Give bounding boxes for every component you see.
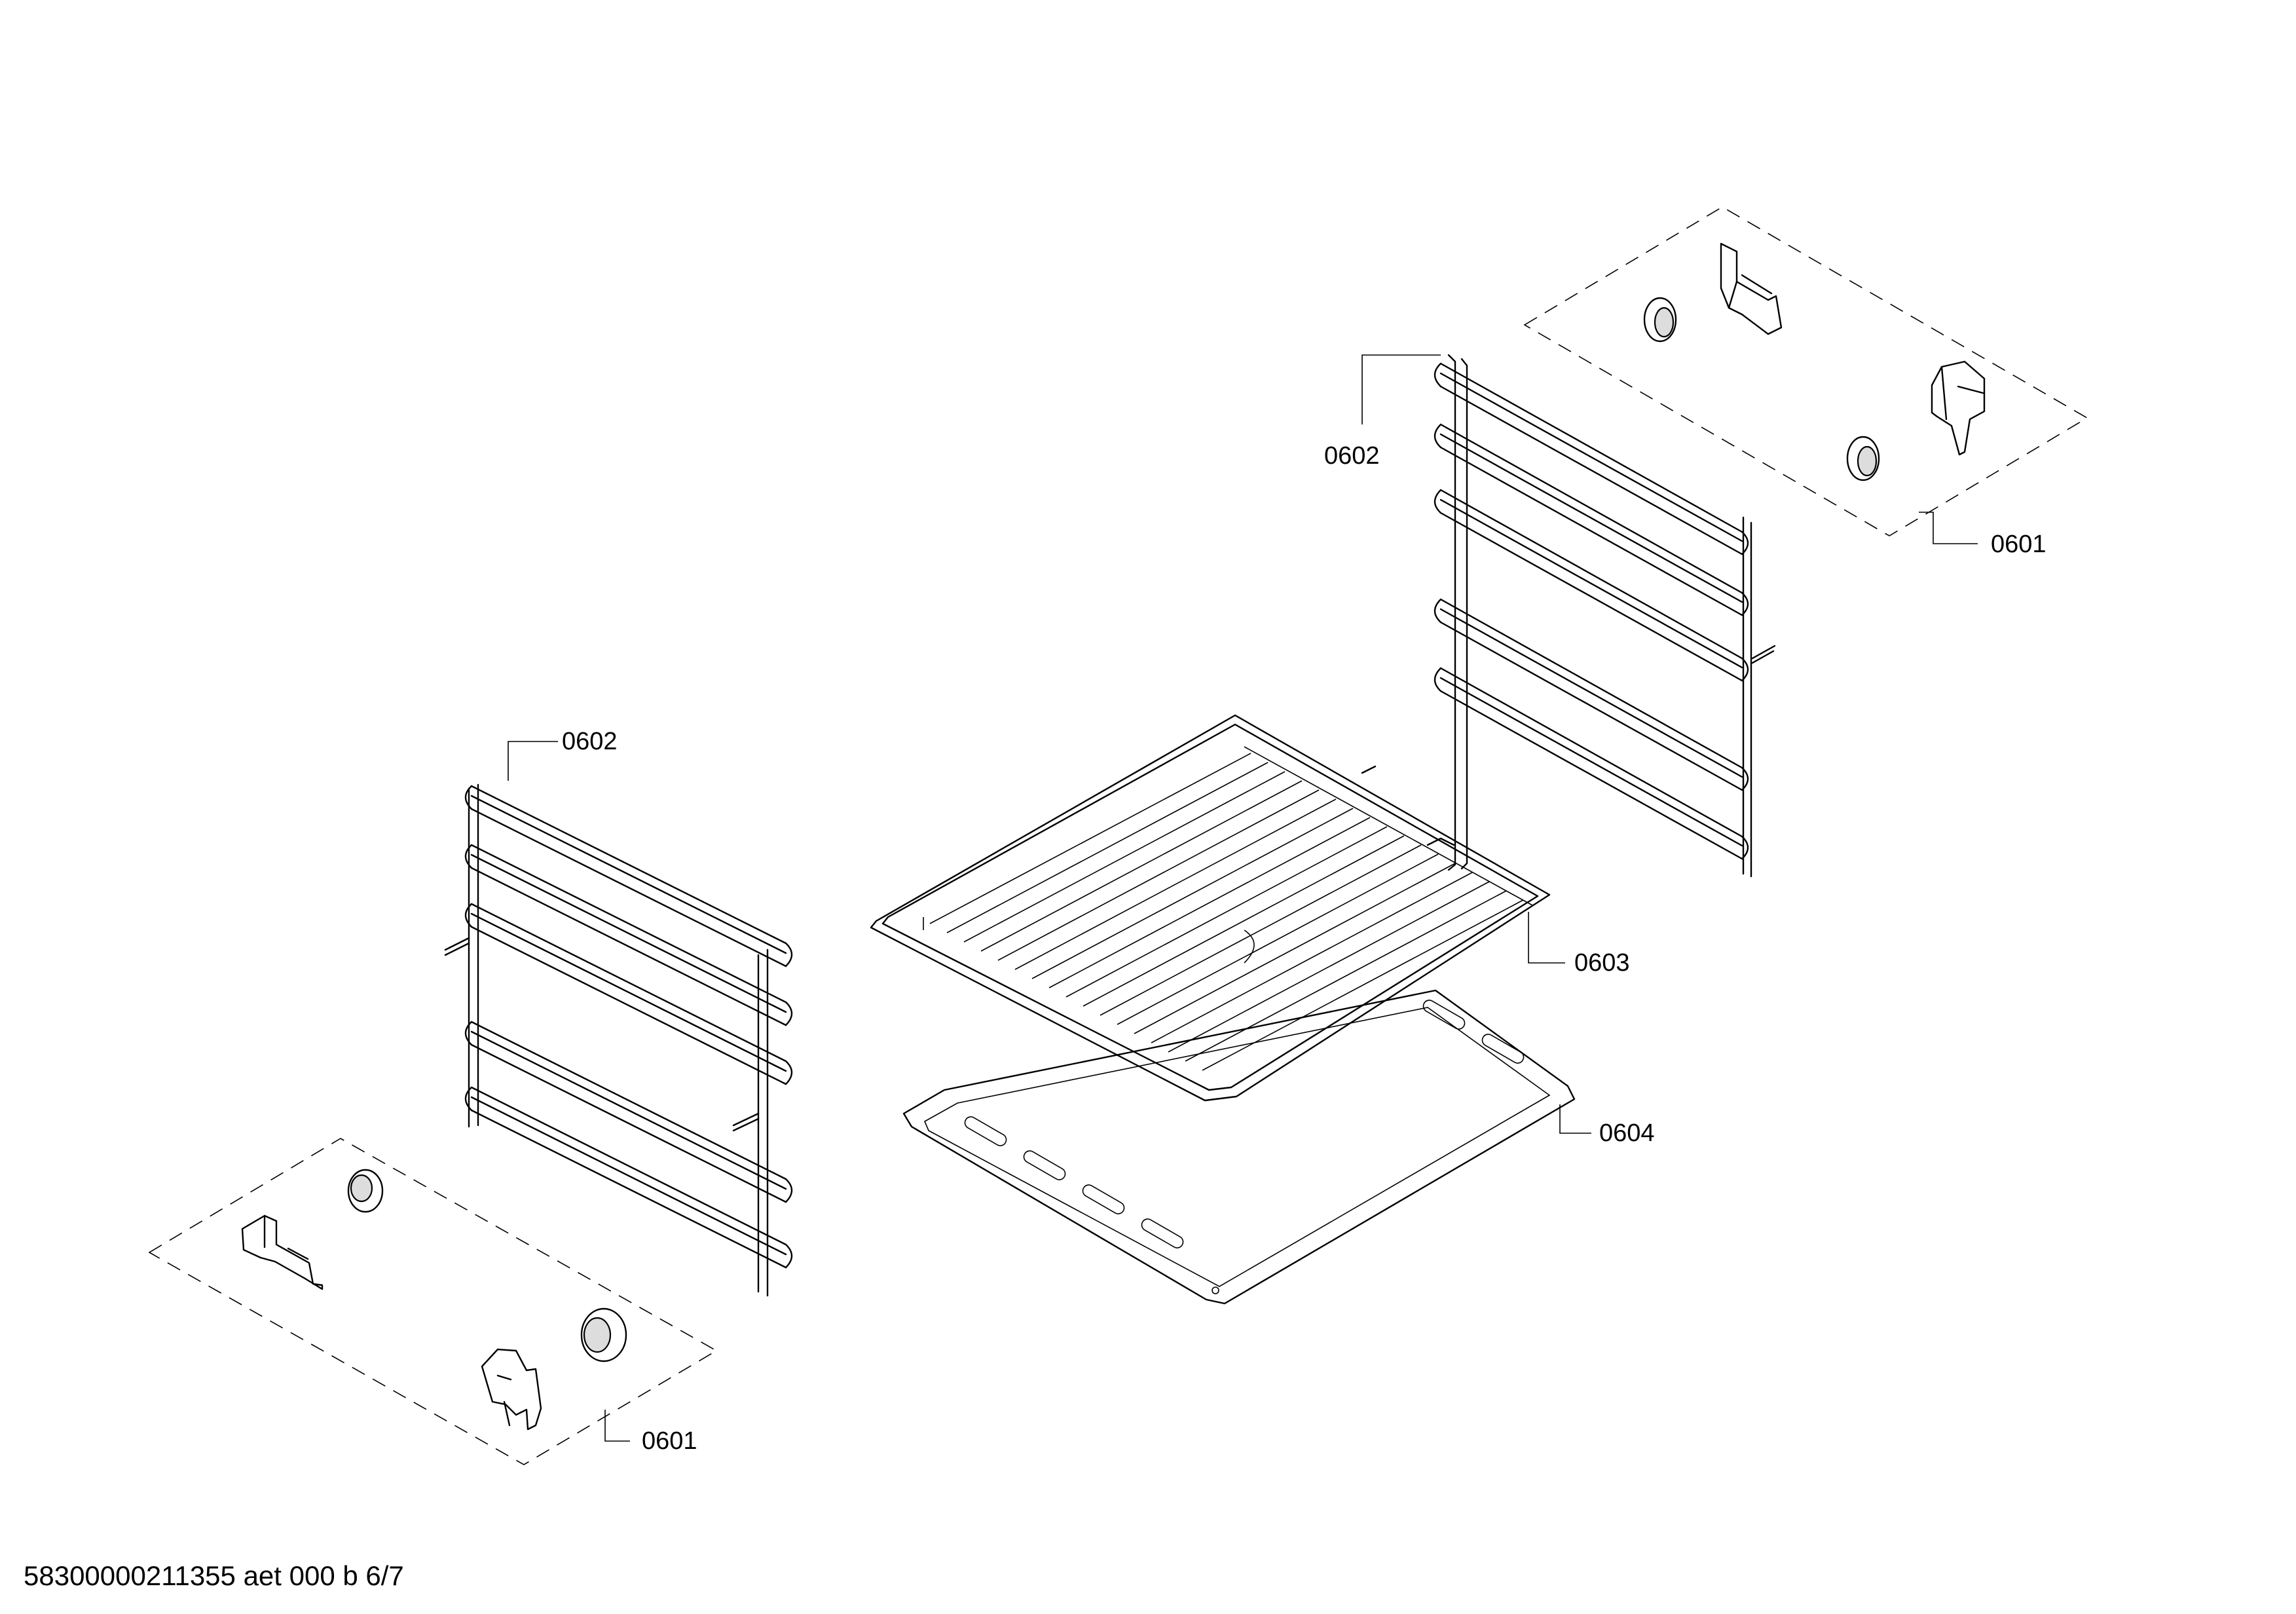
callout-0602-left[interactable]: 0602 <box>562 728 618 755</box>
shelf-wires <box>923 746 1533 1071</box>
kit-outline-right <box>1523 206 2088 536</box>
shelf-support-right[interactable]: 0602 <box>1324 354 1776 878</box>
tray-inner-rim <box>923 1007 1551 1287</box>
callout-0601-right[interactable]: 0601 <box>1991 531 2046 558</box>
screw-part <box>1643 297 1677 343</box>
shelf-frame-outer <box>870 714 1551 1102</box>
leader-line-0601-left <box>604 1410 630 1442</box>
callout-0601-left[interactable]: 0601 <box>642 1427 697 1455</box>
callout-0603[interactable]: 0603 <box>1574 949 1630 977</box>
leader-line-0604 <box>1559 1104 1591 1134</box>
clip-part <box>241 1214 324 1290</box>
screw-part <box>580 1307 627 1362</box>
fittings-kit-right[interactable]: 0601 <box>1523 206 2088 558</box>
leader-line-0601-right <box>1919 512 1978 544</box>
tray-outer-rim <box>902 989 1576 1305</box>
fittings-kit-left[interactable]: 0601 <box>148 1138 718 1465</box>
callout-0602-right[interactable]: 0602 <box>1324 442 1380 470</box>
tray-slots <box>964 1000 1525 1248</box>
shelf-frame-inner <box>881 723 1539 1091</box>
screw-part <box>1846 436 1880 481</box>
drawing-footer-code: 58300000211355 aet 000 b 6/7 <box>24 1560 404 1591</box>
wire-shelf[interactable]: 0603 <box>870 714 1630 1102</box>
leader-line-0602-right <box>1361 354 1441 424</box>
hook-part <box>481 1348 542 1431</box>
kit-outline-left <box>148 1138 718 1465</box>
leader-line-0603 <box>1528 912 1565 964</box>
callout-0604[interactable]: 0604 <box>1599 1119 1655 1147</box>
leader-line-0602-left <box>508 741 558 781</box>
baking-tray[interactable]: 0604 <box>902 989 1655 1305</box>
shelf-support-left[interactable]: 0602 <box>444 728 793 1297</box>
run-bars <box>470 785 787 1269</box>
hook-part <box>1931 360 1986 456</box>
screw-part <box>347 1169 384 1213</box>
clip-part <box>1720 242 1783 335</box>
run-bars <box>1439 362 1743 860</box>
